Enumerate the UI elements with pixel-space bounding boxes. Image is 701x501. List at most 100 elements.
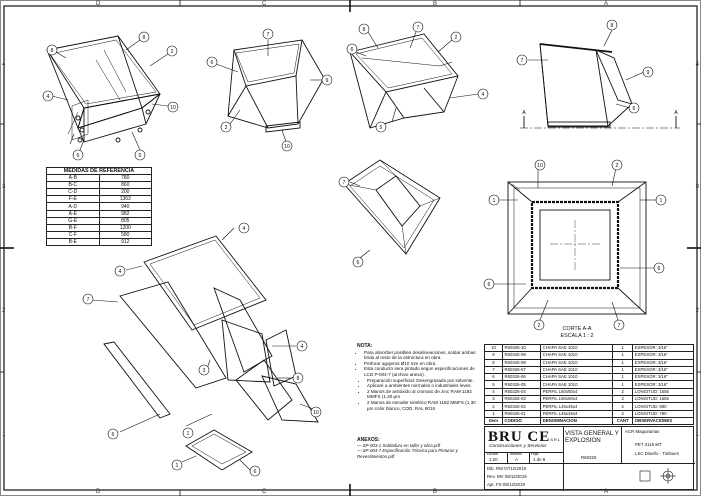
balloon: 4 bbox=[243, 226, 246, 232]
zone-row: 3 bbox=[2, 184, 6, 190]
balloon: 1 bbox=[187, 431, 190, 437]
zone-row: 3 bbox=[695, 184, 699, 190]
zone-col: B bbox=[433, 489, 438, 495]
annexes-block: ANEXOS: — SP-003-1 Soldadura en taller y… bbox=[357, 437, 482, 459]
sheet-label: Hoja bbox=[531, 452, 539, 456]
balloon: 6 bbox=[633, 106, 636, 112]
notes-block: NOTA: Para absorber posibles desalineaci… bbox=[357, 343, 477, 411]
client-name: ACR Maquinarias bbox=[625, 429, 660, 434]
signoff-row: Dib. RM 07/12/2019 bbox=[487, 466, 527, 471]
balloon: 7 bbox=[343, 180, 346, 186]
balloon: 1 bbox=[493, 198, 496, 204]
balloon: 8 bbox=[611, 23, 614, 29]
view-side bbox=[520, 43, 680, 129]
zone-col: C bbox=[262, 489, 267, 495]
zone-col: A bbox=[604, 1, 609, 7]
balloon: 3 bbox=[203, 368, 206, 374]
balloon: 6 bbox=[351, 47, 354, 53]
zone-row: 2 bbox=[695, 308, 699, 314]
balloon-numbers: 8 8 2 4 5 6 10 7 6 9 3 10 8 7 6 2 4 5 7 … bbox=[47, 23, 679, 475]
section-title: CORTE A-A bbox=[563, 326, 592, 332]
view-isometric-2 bbox=[227, 39, 325, 133]
balloon: 6 bbox=[211, 60, 214, 66]
balloon: 4 bbox=[119, 269, 122, 275]
scale-value: 1:20 bbox=[489, 457, 498, 462]
reference-code: PET 3119 MT bbox=[635, 442, 662, 447]
scale-label: Escala bbox=[487, 452, 498, 456]
sheet-value: 1 de 9 bbox=[533, 457, 546, 462]
note-item: Perforar agujeros Ø10 mm en obra. bbox=[364, 361, 477, 367]
balloon: 6 bbox=[357, 260, 360, 266]
view-isometric-1 bbox=[46, 35, 161, 143]
balloon: 2 bbox=[455, 35, 458, 41]
annexes-title: ANEXOS: bbox=[357, 437, 380, 443]
note-subitem: 2 Manos de antióxido al cromato de zinc … bbox=[367, 389, 477, 400]
view-top bbox=[343, 159, 441, 255]
balloon: 5 bbox=[139, 153, 142, 159]
balloon: 6 bbox=[77, 153, 80, 159]
balloon: 2 bbox=[616, 163, 619, 169]
note-item: Esta conducto sera pintado segun especif… bbox=[364, 366, 477, 377]
annex-item: — SP-003-1 Soldadura en taller y obra.pd… bbox=[357, 443, 440, 449]
title-block: BRU CESRL Construcciones y Servicios VIS… bbox=[484, 426, 695, 491]
drawing-number: R60326 bbox=[581, 455, 597, 460]
zone-col: A bbox=[604, 489, 609, 495]
balloon: 2 bbox=[538, 323, 541, 329]
company-tagline: Construcciones y Servicios bbox=[489, 444, 547, 449]
company-logo: BRU CESRL bbox=[488, 429, 562, 445]
balloon: 1 bbox=[176, 463, 179, 469]
view-section-aa bbox=[507, 181, 647, 315]
note-subitem: Aplicaré a ambientes normales o industri… bbox=[367, 383, 477, 389]
zone-row: 2 bbox=[2, 308, 6, 314]
balloon: 6 bbox=[254, 469, 257, 475]
note-subitem: Preparación superficial: Desengrasado po… bbox=[367, 378, 477, 384]
balloon: 4 bbox=[301, 344, 304, 350]
zone-row: 4 bbox=[695, 62, 699, 68]
signoff-row: Apr. FS 08/12/2019 bbox=[487, 482, 525, 487]
zone-col: D bbox=[96, 1, 101, 7]
view-exploded bbox=[103, 235, 319, 471]
balloon: 10 bbox=[313, 410, 319, 416]
balloon: 6 bbox=[488, 282, 491, 288]
balloon: 7 bbox=[618, 323, 621, 329]
section-mark: A bbox=[522, 110, 526, 116]
balloon: 8 bbox=[51, 48, 54, 54]
balloon: 6 bbox=[658, 266, 661, 272]
note-subitem: 2 Manos de esmalte sintético RAM 1192 MM… bbox=[367, 400, 477, 411]
zone-row: 1 bbox=[695, 432, 699, 438]
annex-item: — SP-004-7 Especificación Técnica para P… bbox=[357, 448, 458, 459]
balloon: 2 bbox=[171, 49, 174, 55]
balloon: 10 bbox=[537, 163, 543, 169]
balloon: 10 bbox=[170, 105, 176, 111]
department: LSC Diseño · Timbues bbox=[635, 451, 679, 456]
balloon: 1 bbox=[660, 198, 663, 204]
view-isometric-3 bbox=[349, 33, 459, 129]
balloon: 9 bbox=[326, 78, 329, 84]
balloon: 8 bbox=[143, 35, 146, 41]
balloon: 7 bbox=[417, 25, 420, 31]
balloon: 4 bbox=[47, 94, 50, 100]
zone-row: 1 bbox=[2, 432, 6, 438]
size-value: A bbox=[515, 457, 518, 462]
note-item: Para absorber posibles desalineaciones, … bbox=[364, 350, 477, 361]
balloon: 8 bbox=[363, 27, 366, 33]
